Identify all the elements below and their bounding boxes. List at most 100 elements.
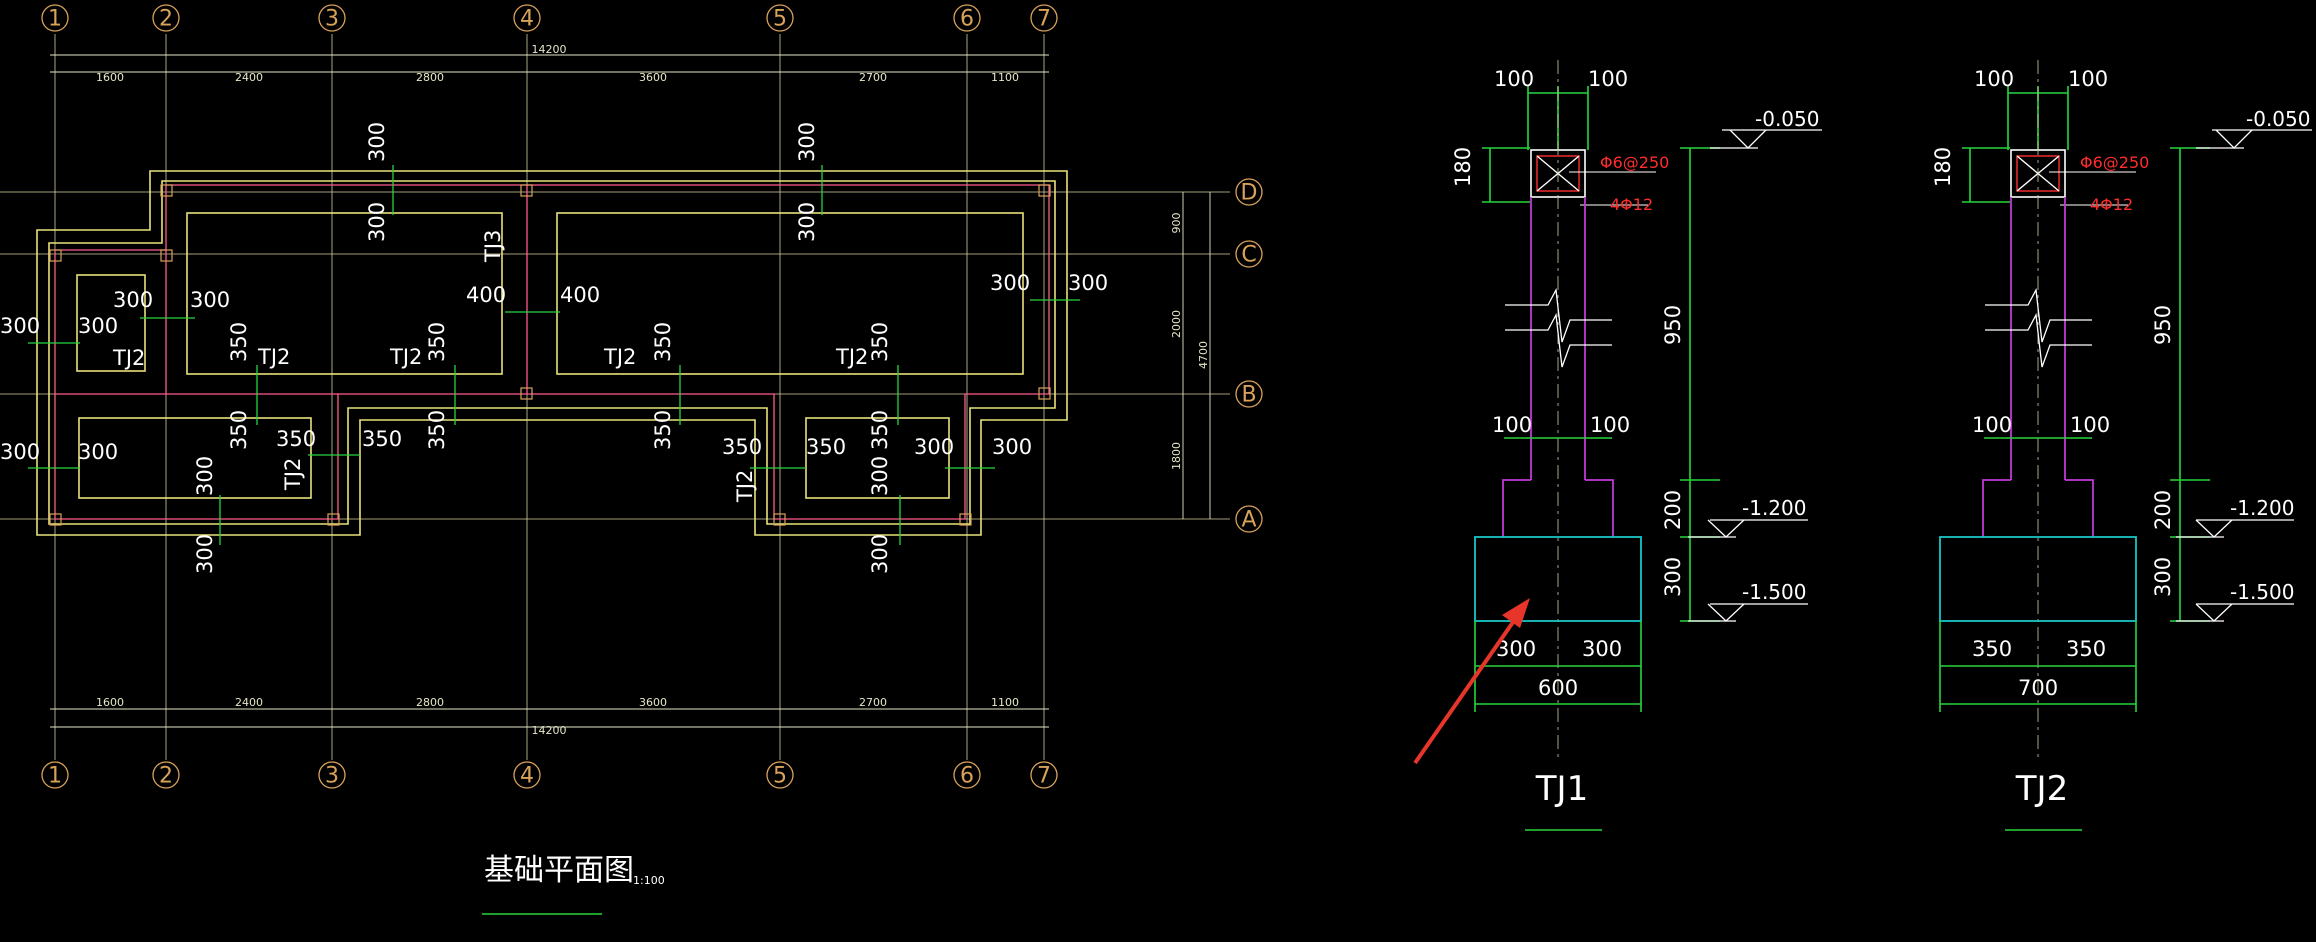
grid-bubble-icon: A	[1235, 505, 1263, 533]
grid-bubbles-right: D C B A	[1235, 178, 1263, 533]
svg-text:350: 350	[1972, 637, 2012, 661]
svg-text:2800: 2800	[416, 71, 444, 84]
svg-text:-1.500: -1.500	[2230, 580, 2294, 604]
svg-text:300: 300	[2151, 557, 2175, 597]
svg-text:2700: 2700	[859, 71, 887, 84]
svg-text:350: 350	[806, 435, 846, 459]
svg-text:3: 3	[325, 764, 339, 789]
svg-text:300: 300	[1068, 271, 1108, 295]
svg-text:1800: 1800	[1170, 442, 1183, 470]
elevation-marker-icon: -1.500	[1688, 580, 1808, 622]
svg-text:2400: 2400	[235, 71, 263, 84]
grid-bubbles-bottom: 1 2 3 4 5 6 7	[41, 761, 1058, 789]
grid-bubble-icon: 7	[1030, 4, 1058, 32]
svg-text:100: 100	[2070, 413, 2110, 437]
svg-text:100: 100	[1492, 413, 1532, 437]
svg-text:350: 350	[868, 322, 892, 362]
svg-text:300: 300	[868, 456, 892, 496]
svg-text:350: 350	[651, 322, 675, 362]
grid-bubble-icon: 6	[953, 4, 981, 32]
svg-text:2: 2	[159, 764, 173, 789]
svg-text:300: 300	[1496, 637, 1536, 661]
svg-text:2700: 2700	[859, 696, 887, 709]
svg-text:4: 4	[520, 764, 534, 789]
grid-bubble-icon: 2	[152, 761, 180, 789]
wall-label: TJ2	[835, 345, 868, 369]
svg-text:300: 300	[868, 534, 892, 574]
svg-text:300: 300	[0, 440, 40, 464]
svg-text:300: 300	[990, 271, 1030, 295]
svg-text:200: 200	[1661, 490, 1685, 530]
svg-text:300: 300	[795, 122, 819, 162]
svg-text:350: 350	[227, 410, 251, 450]
svg-text:C: C	[1241, 243, 1256, 268]
grid-bubble-icon: 5	[766, 761, 794, 789]
svg-text:14200: 14200	[532, 724, 567, 737]
wall-label: TJ2	[733, 470, 757, 503]
svg-text:300: 300	[365, 122, 389, 162]
svg-text:300: 300	[914, 435, 954, 459]
plan-title-block: 基础平面图 1:100	[482, 853, 665, 915]
svg-text:300: 300	[992, 435, 1032, 459]
svg-text:1100: 1100	[991, 696, 1019, 709]
svg-text:1600: 1600	[96, 696, 124, 709]
wall-label: TJ2	[257, 345, 290, 369]
svg-text:400: 400	[560, 283, 600, 307]
svg-text:3600: 3600	[639, 71, 667, 84]
svg-text:350: 350	[651, 410, 675, 450]
grid-bubble-icon: 7	[1030, 761, 1058, 789]
grid-bubble-icon: 3	[318, 761, 346, 789]
svg-text:950: 950	[1661, 305, 1685, 345]
rebar-main-label: 4Φ12	[1610, 195, 1653, 214]
plan-title: 基础平面图	[484, 853, 634, 888]
wall-dimension-ticks	[28, 165, 1080, 545]
rebar-stirrup-label: Φ6@250	[1600, 153, 1669, 172]
svg-text:7: 7	[1037, 7, 1051, 32]
svg-text:350: 350	[425, 322, 449, 362]
svg-text:2: 2	[159, 7, 173, 32]
grid-bubble-icon: D	[1235, 178, 1263, 206]
svg-text:900: 900	[1170, 213, 1183, 234]
svg-text:5: 5	[773, 764, 787, 789]
room-outlines	[76, 212, 1024, 499]
svg-text:300: 300	[193, 534, 217, 574]
svg-text:350: 350	[2066, 637, 2106, 661]
svg-text:350: 350	[362, 427, 402, 451]
grid-bubble-icon: 1	[41, 761, 69, 789]
wall-label: TJ2	[112, 346, 145, 370]
section-name: TJ1	[1535, 769, 1588, 809]
section-tj1: 100 100 180 Φ6@250 4Φ12 100 100	[1413, 60, 1822, 831]
svg-text:300: 300	[78, 440, 118, 464]
svg-text:-0.050: -0.050	[1755, 107, 1819, 131]
svg-text:350: 350	[227, 322, 251, 362]
svg-text:14200: 14200	[532, 43, 567, 56]
svg-text:B: B	[1241, 383, 1256, 408]
grid-bubble-icon: 1	[41, 4, 69, 32]
svg-text:100: 100	[1590, 413, 1630, 437]
dimension-chain-right: 900 2000 1800 4700	[1170, 192, 1211, 519]
wall-annotations: TJ2 TJ2 TJ2 TJ2 TJ2 TJ3 TJ2 TJ2 300 300 …	[0, 122, 1108, 574]
rebar-stirrup-label: Φ6@250	[2080, 153, 2149, 172]
svg-text:180: 180	[1451, 147, 1475, 187]
foundation-outline-inner	[48, 180, 1056, 525]
plan-scale: 1:100	[633, 874, 665, 887]
svg-text:3600: 3600	[639, 696, 667, 709]
svg-text:350: 350	[868, 410, 892, 450]
elevation-marker-icon: -1.200	[2176, 496, 2294, 538]
svg-text:D: D	[1241, 181, 1258, 206]
grid-bubbles-top: 1 2 3 4 5 6 7	[41, 4, 1058, 32]
svg-text:100: 100	[1972, 413, 2012, 437]
svg-text:6: 6	[960, 7, 974, 32]
svg-text:7: 7	[1037, 764, 1051, 789]
svg-text:5: 5	[773, 7, 787, 32]
elevation-marker-icon: -0.050	[1710, 107, 1822, 149]
svg-text:2000: 2000	[1170, 310, 1183, 338]
svg-text:350: 350	[276, 427, 316, 451]
svg-text:300: 300	[1661, 557, 1685, 597]
svg-text:200: 200	[2151, 490, 2175, 530]
svg-text:300: 300	[193, 456, 217, 496]
svg-text:600: 600	[1538, 676, 1578, 700]
svg-text:700: 700	[2018, 676, 2058, 700]
foundation-outline-outer	[36, 170, 1068, 536]
